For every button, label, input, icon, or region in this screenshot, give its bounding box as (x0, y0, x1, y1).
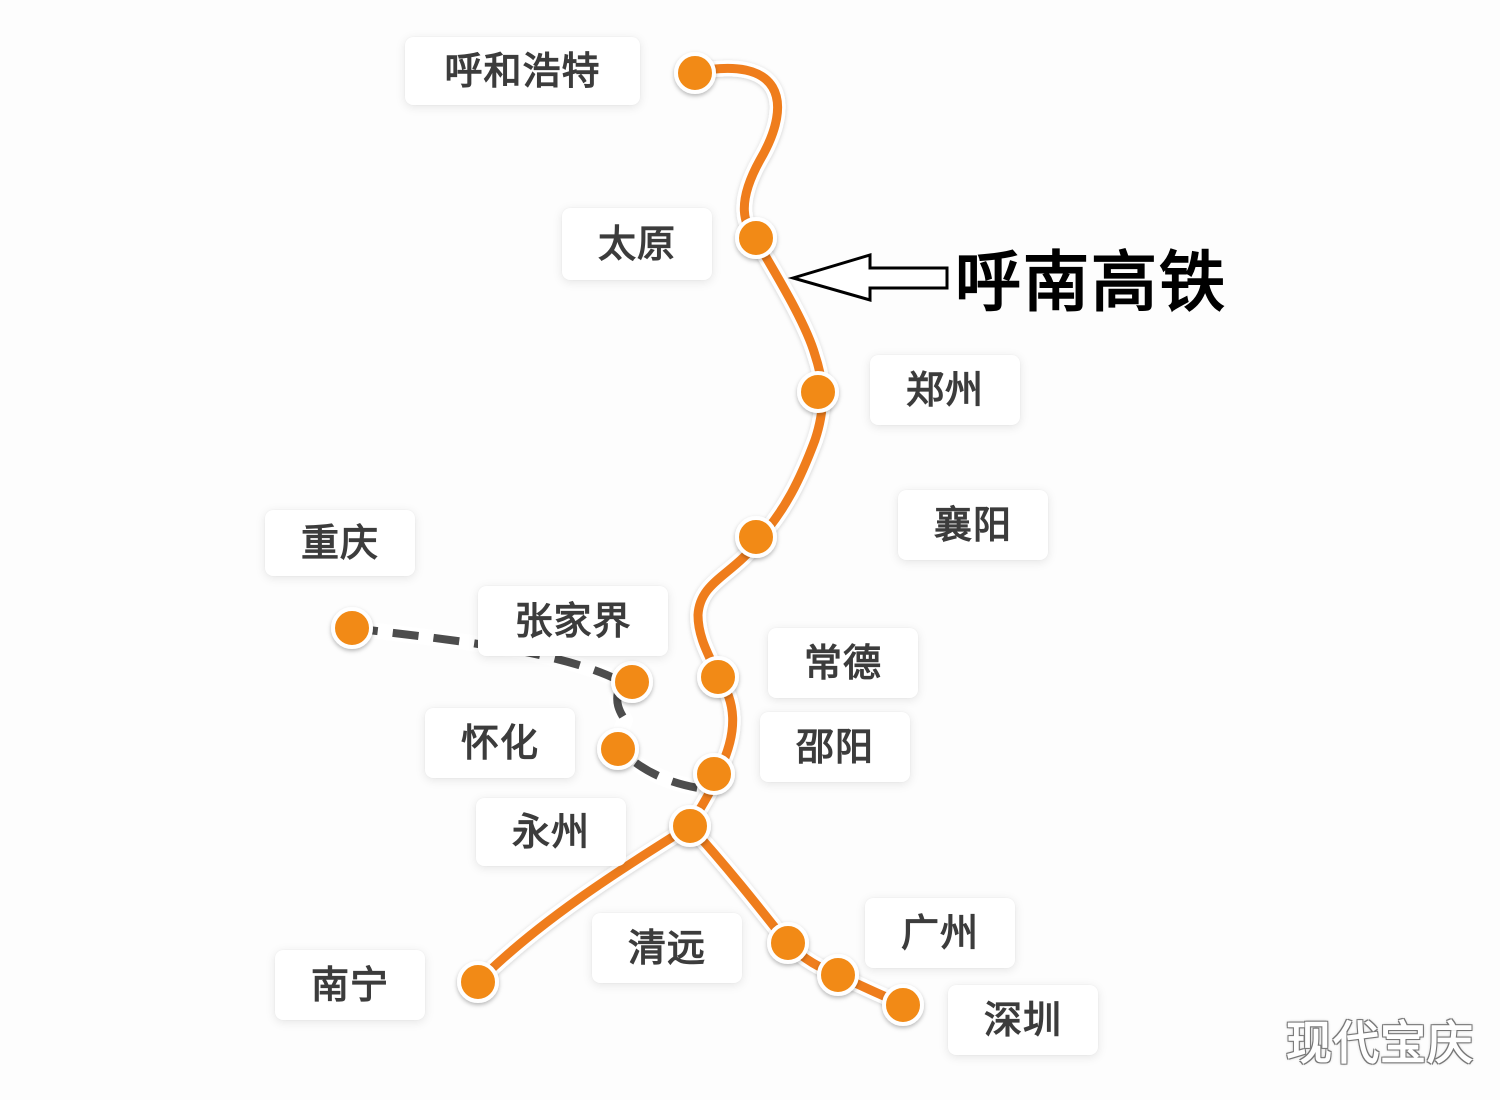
watermark: 现代宝庆 (1286, 1016, 1474, 1070)
station-dot-zhengzhou[interactable] (797, 371, 839, 413)
label-guangzhou: 广州 (865, 898, 1015, 968)
label-zhangjiajie: 张家界 (478, 586, 668, 656)
label-changde: 常德 (768, 628, 918, 698)
station-dot-chongqing[interactable] (331, 607, 373, 649)
station-dot-yongzhou[interactable] (669, 805, 711, 847)
route-name-callout: 呼南高铁 (955, 244, 1227, 321)
station-dot-hohhot[interactable] (674, 52, 716, 94)
station-dots (331, 52, 924, 1026)
label-qingyuan: 清远 (592, 913, 742, 983)
label-taiyuan: 太原 (562, 208, 712, 280)
station-dot-changde[interactable] (697, 656, 739, 698)
station-dot-shaoyang[interactable] (693, 753, 735, 795)
station-dot-nanning[interactable] (457, 961, 499, 1003)
label-nanning: 南宁 (275, 950, 425, 1020)
label-hohhot: 呼和浩特 (405, 37, 640, 105)
station-dot-zhangjiajie[interactable] (611, 661, 653, 703)
main-line-north (685, 63, 827, 831)
label-zhengzhou: 郑州 (870, 355, 1020, 425)
station-dot-huaihua[interactable] (597, 728, 639, 770)
label-huaihua: 怀化 (425, 708, 575, 778)
callout-arrow (787, 252, 949, 302)
label-xiangyang: 襄阳 (898, 490, 1048, 560)
station-dot-dongguan[interactable] (817, 954, 859, 996)
label-shenzhen: 深圳 (948, 985, 1098, 1055)
station-dot-guangzhou[interactable] (767, 922, 809, 964)
left-arrow-icon (787, 252, 949, 302)
station-dot-shenzhen[interactable] (882, 984, 924, 1026)
label-chongqing: 重庆 (265, 510, 415, 576)
label-shaoyang: 邵阳 (760, 712, 910, 782)
station-dot-taiyuan[interactable] (735, 217, 777, 259)
label-yongzhou: 永州 (476, 798, 626, 866)
station-dot-xiangyang[interactable] (735, 516, 777, 558)
main-line-nanning (473, 821, 695, 987)
